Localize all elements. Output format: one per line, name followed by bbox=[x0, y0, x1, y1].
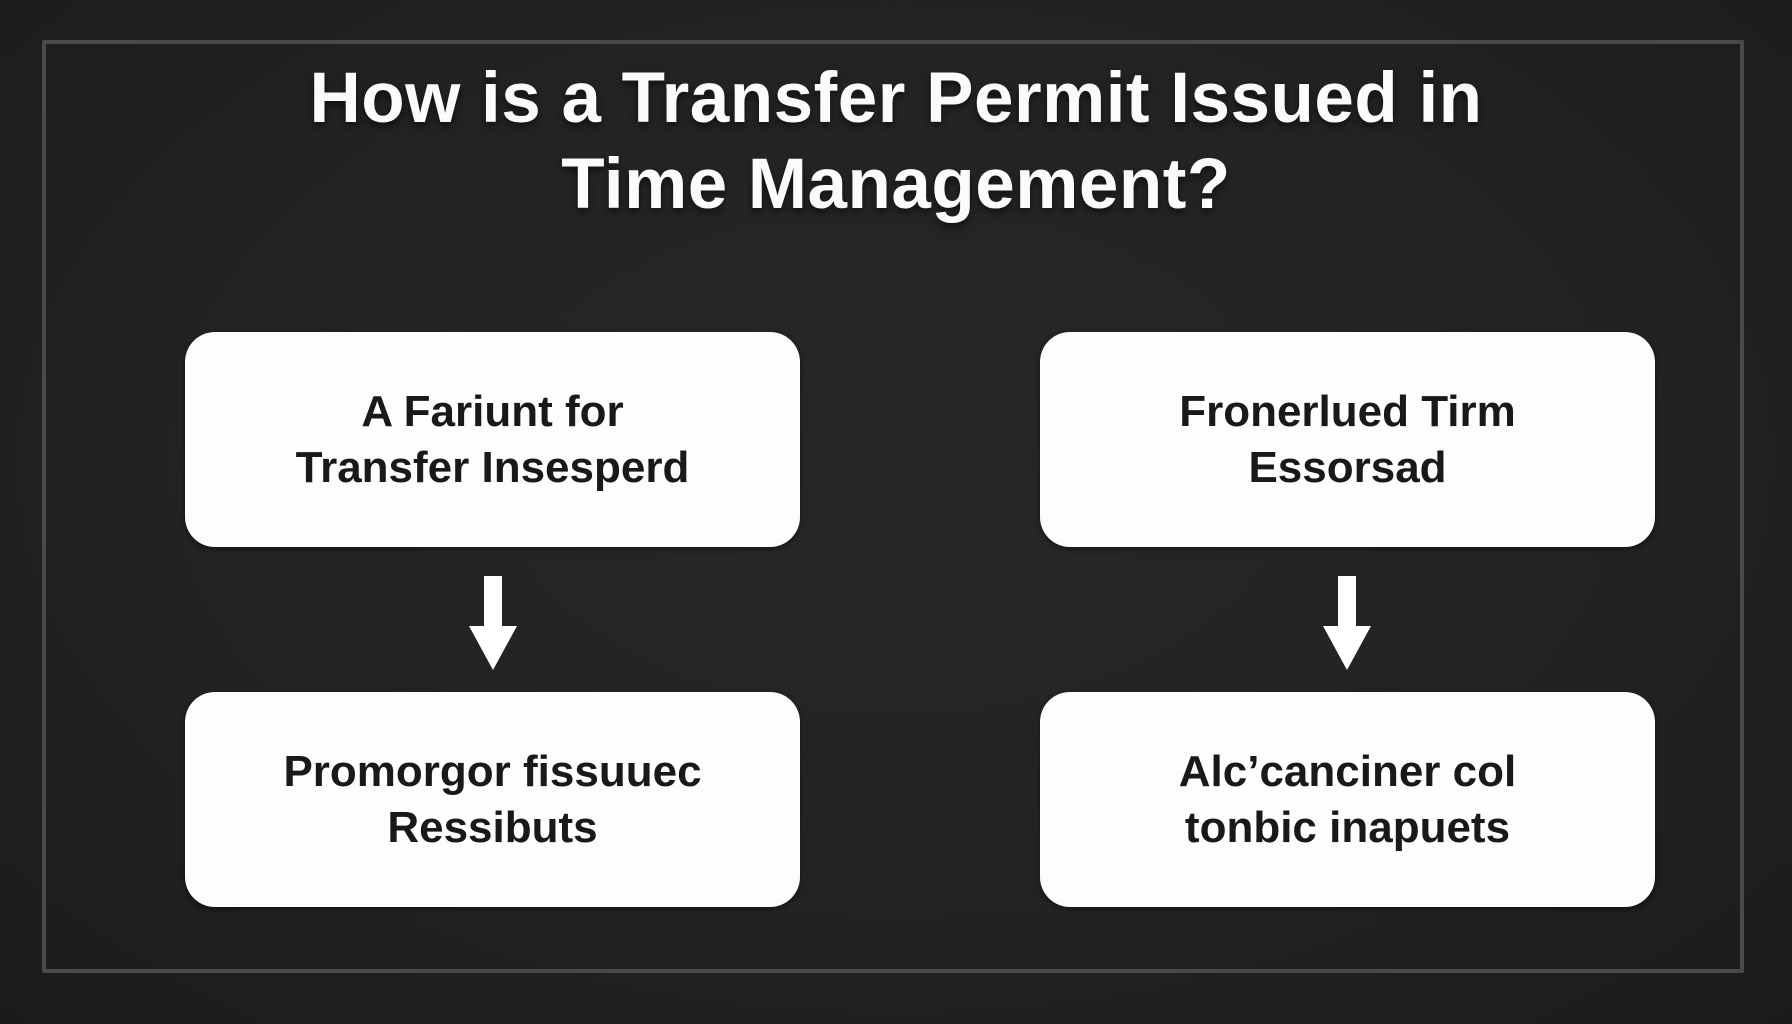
flow-box-bottom-left: Promorgor fissuuec Ressibuts bbox=[185, 692, 800, 907]
flow-box-bottom-right: Alc’canciner col tonbic inapuets bbox=[1040, 692, 1655, 907]
down-arrow-icon bbox=[462, 576, 524, 672]
flow-box-top-right: Fronerlued Tirm Essorsad bbox=[1040, 332, 1655, 547]
page-title: How is a Transfer Permit Issued in Time … bbox=[309, 59, 1483, 224]
down-arrow-icon bbox=[1316, 576, 1378, 672]
flow-box-top-left: A Fariunt for Transfer Insesperd bbox=[185, 332, 800, 547]
